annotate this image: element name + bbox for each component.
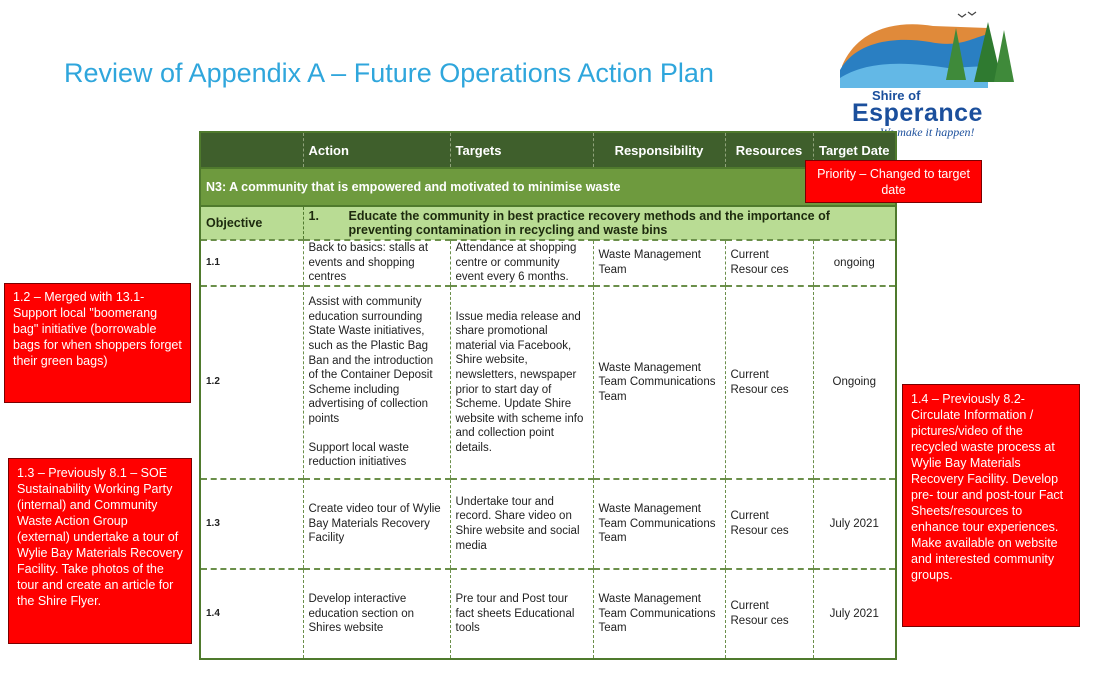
action-plan-table: Action Targets Responsibility Resources … bbox=[199, 131, 897, 660]
row-resources: Current Resour ces bbox=[725, 285, 814, 479]
row-action: Develop interactive education section on… bbox=[303, 568, 451, 659]
table-row: 1.3 Create video tour of Wylie Bay Mater… bbox=[200, 478, 897, 569]
row-action: Create video tour of Wylie Bay Materials… bbox=[303, 478, 451, 569]
row-number: 1.3 bbox=[200, 478, 304, 569]
table-row: 1.4 Develop interactive education sectio… bbox=[200, 568, 897, 659]
row-targets: Issue media release and share promotiona… bbox=[450, 285, 594, 479]
header-blank bbox=[200, 132, 304, 168]
row-resources: Current Resour ces bbox=[725, 478, 814, 569]
row-responsibility: Waste Management Team Communications Tea… bbox=[593, 285, 726, 479]
row-targets: Attendance at shopping centre or communi… bbox=[450, 239, 594, 286]
note-priority: Priority – Changed to target date bbox=[805, 160, 982, 203]
row-date: ongoing bbox=[813, 239, 897, 286]
logo-line1: Shire of bbox=[872, 88, 921, 103]
header-targets: Targets bbox=[450, 132, 594, 168]
row-targets: Undertake tour and record. Share video o… bbox=[450, 478, 594, 569]
row-responsibility: Waste Management Team bbox=[593, 239, 726, 286]
row-action-secondary: Support local waste reduction initiative… bbox=[308, 441, 409, 469]
table-row: 1.2 Assist with community education surr… bbox=[200, 285, 897, 479]
logo-name: Esperance bbox=[852, 99, 983, 127]
header-responsibility: Responsibility bbox=[593, 132, 726, 168]
row-date: July 2021 bbox=[813, 478, 897, 569]
note-1-2: 1.2 – Merged with 13.1- Support local "b… bbox=[4, 283, 191, 403]
table-header-row: Action Targets Responsibility Resources … bbox=[200, 132, 897, 168]
table-row: 1.1 Back to basics: stalls at events and… bbox=[200, 239, 897, 286]
section-row: N3: A community that is empowered and mo… bbox=[200, 167, 896, 206]
header-resources: Resources bbox=[725, 132, 814, 168]
row-resources: Current Resour ces bbox=[725, 568, 814, 659]
shire-logo bbox=[840, 11, 1014, 88]
row-date: July 2021 bbox=[813, 568, 897, 659]
row-date: Ongoing bbox=[813, 285, 897, 479]
row-responsibility: Waste Management Team Communications Tea… bbox=[593, 568, 726, 659]
section-title: N3: A community that is empowered and mo… bbox=[200, 167, 896, 206]
logo-tagline: We make it happen! bbox=[880, 125, 975, 139]
row-number: 1.2 bbox=[200, 285, 304, 479]
row-resources: Current Resour ces bbox=[725, 239, 814, 286]
row-action: Back to basics: stalls at events and sho… bbox=[303, 239, 451, 286]
page-title: Review of Appendix A – Future Operations… bbox=[64, 58, 714, 88]
objective-text: Educate the community in best practice r… bbox=[348, 209, 830, 237]
row-responsibility: Waste Management Team Communications Tea… bbox=[593, 478, 726, 569]
note-1-4: 1.4 – Previously 8.2- Circulate Informat… bbox=[902, 384, 1080, 627]
row-number: 1.1 bbox=[200, 239, 304, 286]
objective-label: Objective bbox=[200, 205, 304, 240]
header-action: Action bbox=[303, 132, 451, 168]
objective-number: 1. bbox=[308, 209, 319, 223]
row-number: 1.4 bbox=[200, 568, 304, 659]
note-1-3: 1.3 – Previously 8.1 – SOE Sustainabilit… bbox=[8, 458, 192, 644]
row-action: Assist with community education surround… bbox=[308, 296, 434, 425]
objective-row: Objective 1. Educate the community in be… bbox=[200, 205, 896, 240]
row-targets: Pre tour and Post tour fact sheets Educa… bbox=[450, 568, 594, 659]
